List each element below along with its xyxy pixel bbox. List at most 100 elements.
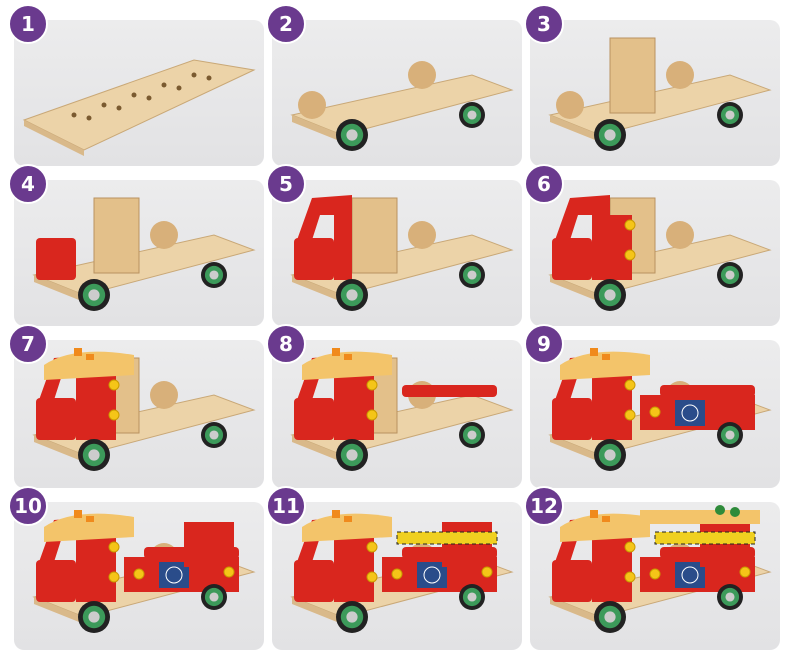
step-photo	[32, 510, 256, 633]
front-grille	[36, 560, 76, 602]
wheel	[336, 279, 368, 311]
step-panel: 12	[524, 486, 780, 650]
wheel	[201, 262, 227, 288]
step-badge: 10	[8, 486, 48, 526]
bolt	[133, 568, 145, 580]
front-grille	[36, 238, 76, 280]
wheel	[201, 422, 227, 448]
cab-frame	[297, 195, 352, 280]
bolt	[624, 409, 636, 421]
front-grille	[294, 238, 334, 280]
bolt	[366, 379, 378, 391]
wheel	[594, 119, 626, 151]
step-panel: 7	[8, 324, 264, 488]
bolt	[649, 406, 661, 418]
step-badge: 12	[524, 486, 564, 526]
wheel	[201, 584, 227, 610]
wheel	[78, 439, 110, 471]
wheel	[78, 279, 110, 311]
step-badge: 8	[266, 324, 306, 364]
step-panel: 4	[8, 164, 264, 326]
wheel	[459, 422, 485, 448]
bolt	[739, 566, 751, 578]
roof	[560, 513, 650, 542]
wooden-panels	[93, 197, 140, 274]
bolt	[624, 219, 636, 231]
ladder	[396, 531, 498, 545]
wheel	[594, 439, 626, 471]
step-photo	[32, 197, 256, 311]
roof	[302, 513, 392, 542]
wooden-panels	[609, 37, 656, 114]
step-photo	[32, 348, 256, 471]
step-panel: 8	[266, 324, 522, 488]
step-badge: 1	[8, 4, 48, 44]
step-panel: 5	[266, 164, 522, 326]
top-deck	[640, 510, 760, 524]
bolt	[108, 409, 120, 421]
roof	[44, 351, 134, 380]
bolt	[624, 379, 636, 391]
red-rail	[402, 385, 497, 397]
bolt	[223, 566, 235, 578]
front-grille	[552, 238, 592, 280]
bolt	[624, 249, 636, 261]
step-badge: 9	[524, 324, 564, 364]
step-photo	[290, 348, 514, 471]
step-photo	[290, 61, 514, 151]
wheel	[336, 119, 368, 151]
wooden-plank	[22, 59, 256, 151]
step-panel: 10	[8, 486, 264, 650]
wooden-panels	[351, 197, 398, 274]
bolt	[649, 568, 661, 580]
step-photo	[290, 510, 514, 633]
bolt	[108, 541, 120, 553]
step-photo	[290, 195, 514, 311]
bolt	[391, 568, 403, 580]
wheel	[717, 422, 743, 448]
bolt	[108, 571, 120, 583]
step-badge: 4	[8, 164, 48, 204]
wheel	[459, 102, 485, 128]
step-badge: 7	[8, 324, 48, 364]
step-panel: 2	[266, 4, 522, 166]
step-badge: 3	[524, 4, 564, 44]
step-photo	[548, 37, 772, 151]
rear-box	[184, 522, 234, 567]
step-photo	[548, 195, 772, 311]
step-panel: 3	[524, 4, 780, 166]
bolt	[624, 571, 636, 583]
bolt	[366, 409, 378, 421]
roof	[302, 351, 392, 380]
step-badge: 11	[266, 486, 306, 526]
wheel	[459, 262, 485, 288]
front-grille	[294, 560, 334, 602]
wheel	[459, 584, 485, 610]
wheel	[78, 601, 110, 633]
step-photo	[548, 505, 772, 633]
front-grille	[552, 398, 592, 440]
step-photo	[22, 59, 256, 156]
step-panel: 11	[266, 486, 522, 650]
bolt	[624, 541, 636, 553]
bolt	[366, 541, 378, 553]
wheel	[717, 262, 743, 288]
step-badge: 2	[266, 4, 306, 44]
step-badge: 6	[524, 164, 564, 204]
wheel	[717, 584, 743, 610]
front-grille	[552, 560, 592, 602]
front-grille	[294, 398, 334, 440]
roof	[560, 351, 650, 380]
step-panel: 9	[524, 324, 780, 488]
ladder	[654, 531, 756, 545]
step-panel: 1	[8, 4, 264, 166]
step-photo	[548, 348, 772, 471]
step-badge: 5	[266, 164, 306, 204]
wheel	[336, 601, 368, 633]
bolt	[108, 379, 120, 391]
bolt	[366, 571, 378, 583]
roof	[44, 513, 134, 542]
red-rail	[660, 385, 755, 397]
step-panel: 6	[524, 164, 780, 326]
wheel	[594, 279, 626, 311]
